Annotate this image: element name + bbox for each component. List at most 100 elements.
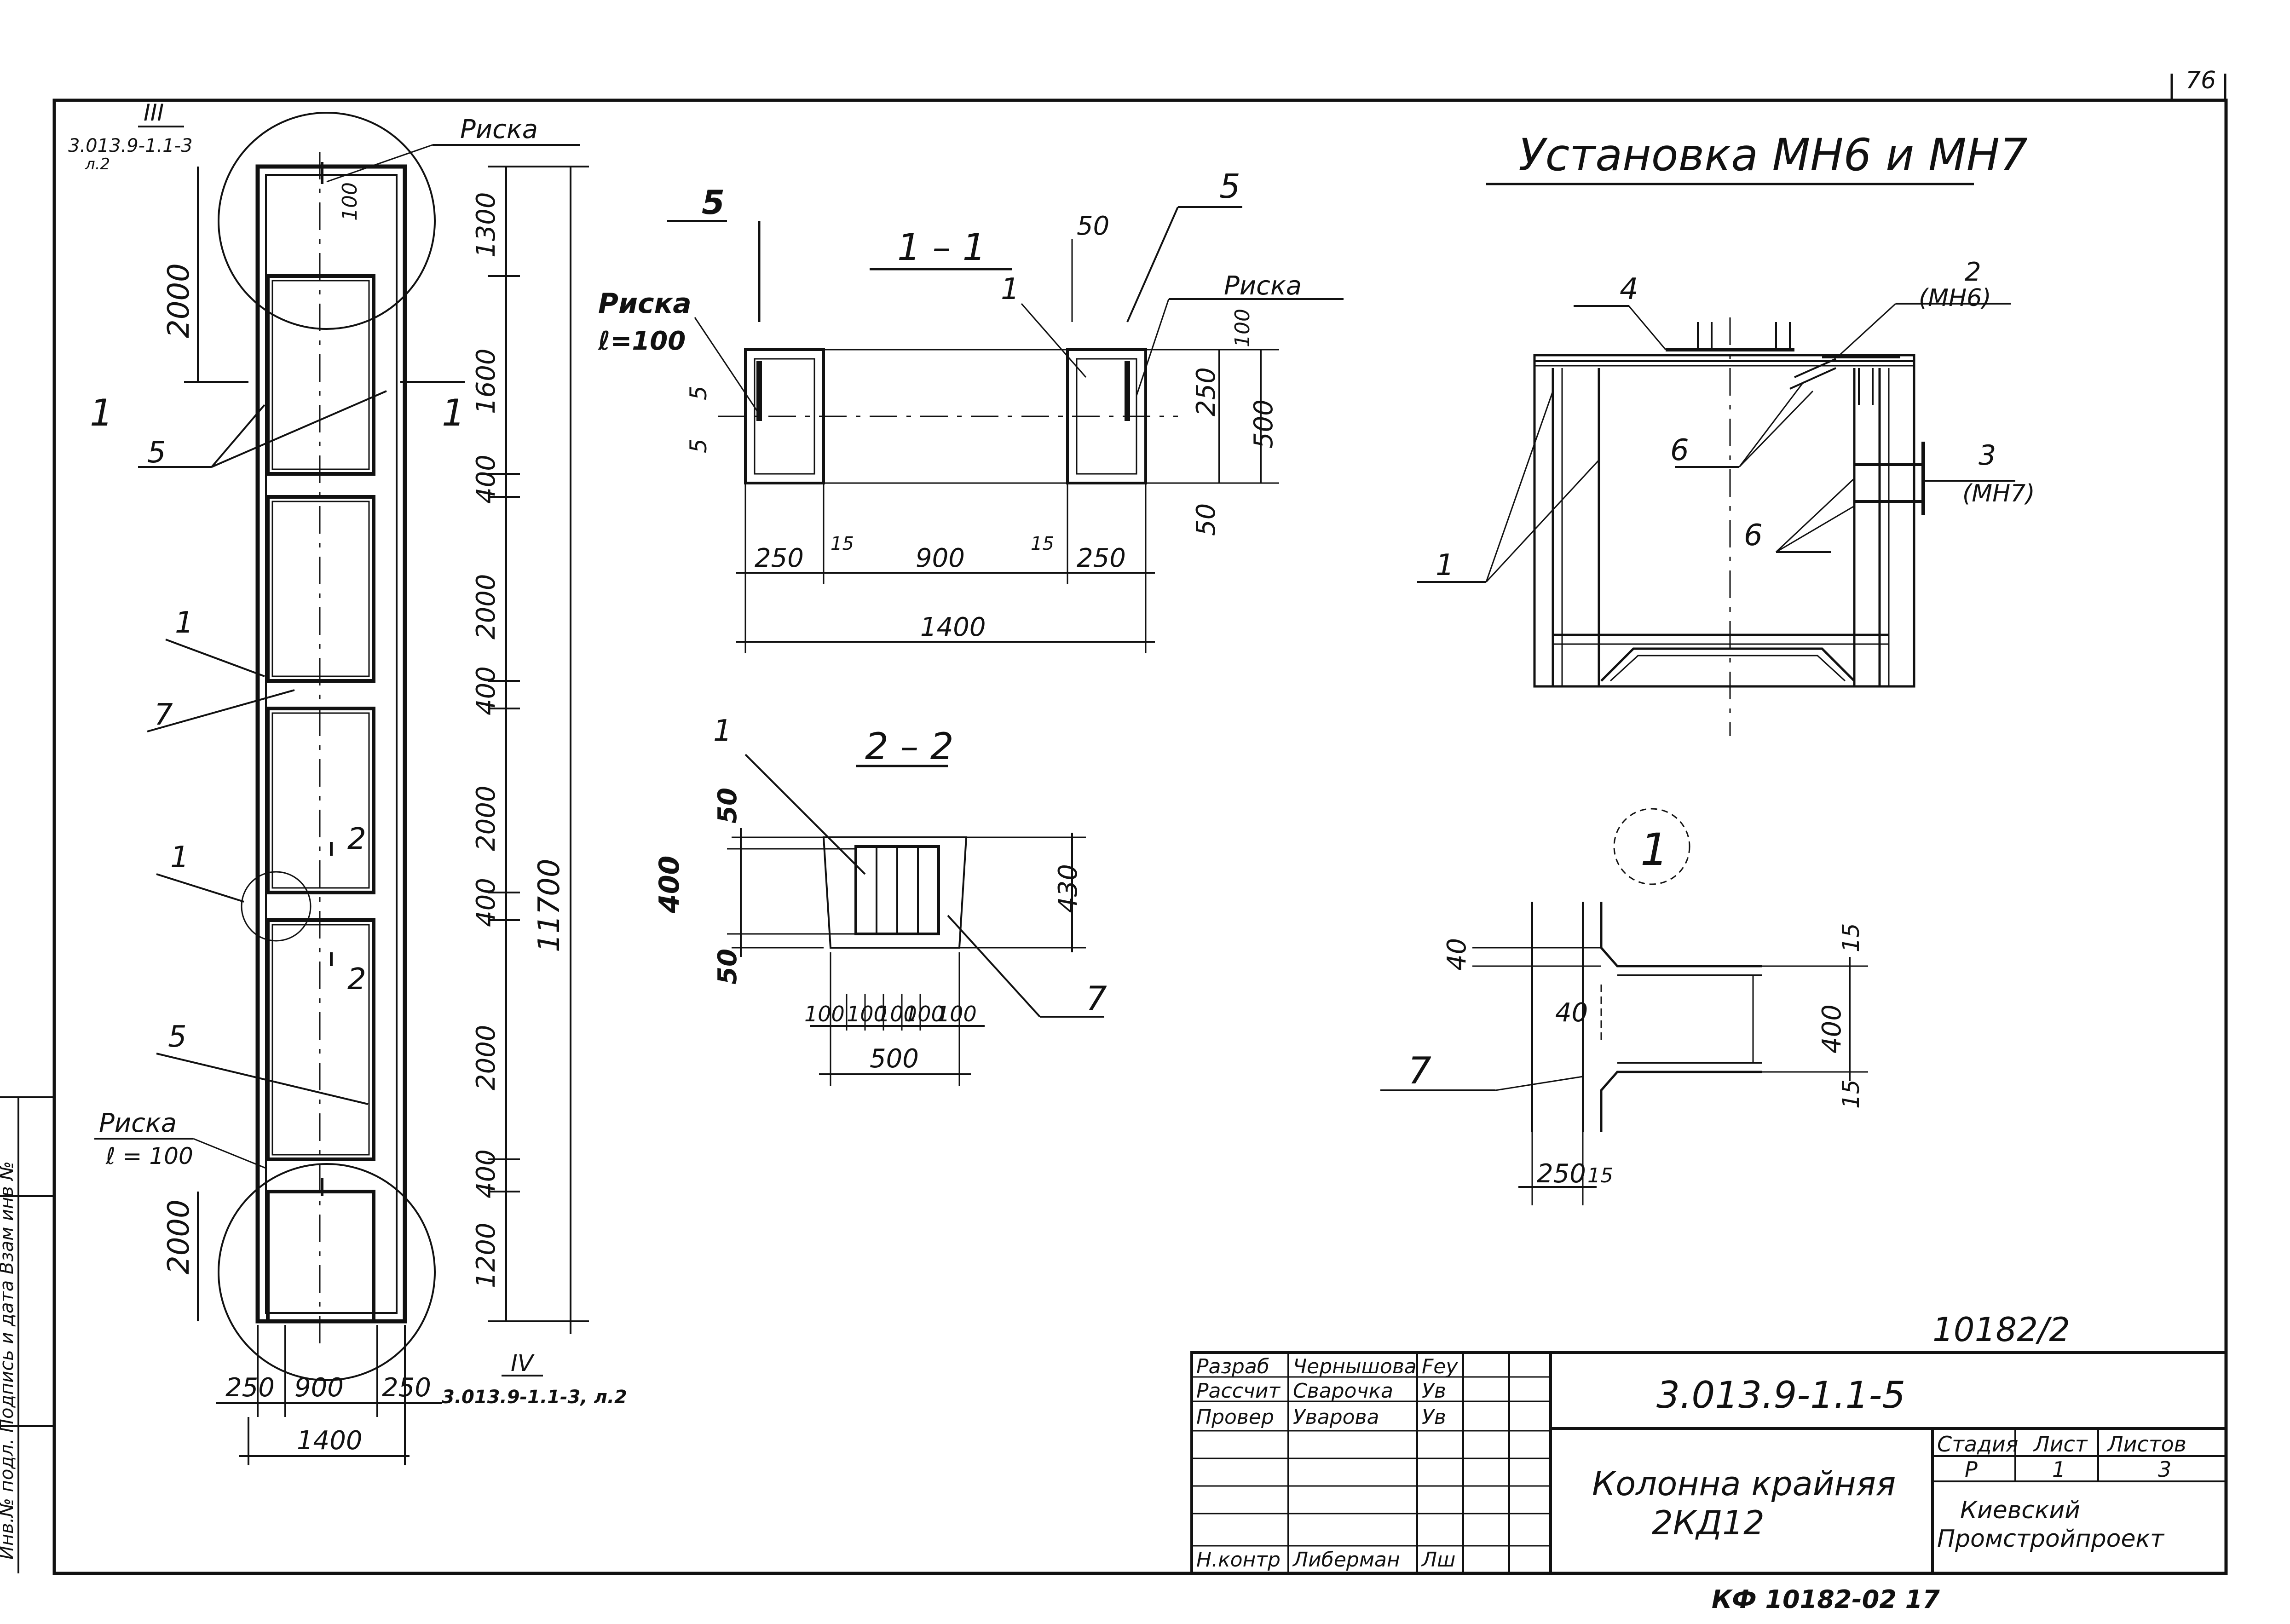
bottom-total-1400: 1400 — [297, 1426, 363, 1456]
seg-dim-6: 2000 — [471, 785, 501, 851]
s22-bottom-total-500: 500 — [870, 1044, 919, 1074]
callout-iii-sheet: л.2 — [85, 155, 110, 173]
sheet-header: Лист — [2033, 1432, 2088, 1457]
s11-bottom-250-right: 250 — [1077, 543, 1126, 573]
side-strip-text: Инв.№ подл. Подпись и дата Взам инв № — [0, 1161, 17, 1560]
node-dim-15-top: 15 — [1838, 923, 1864, 952]
s22-bottom-100-3: 100 — [877, 1002, 917, 1026]
segment-dimension-chain — [488, 166, 589, 1334]
node-label-7: 7 — [1408, 1049, 1431, 1092]
inst-label-mh6: (МН6) — [1919, 284, 1991, 312]
title-block-frame — [1190, 1351, 2227, 1575]
section-1-right: 1 — [442, 392, 465, 434]
tb-role-7: Н.контр — [1196, 1548, 1281, 1572]
marker-5-top: 5 — [147, 436, 166, 470]
seg-dim-9: 400 — [471, 1149, 501, 1198]
callout-iv: IV — [511, 1350, 535, 1376]
inst-label-4: 4 — [1620, 272, 1638, 306]
callout-iv-ref: 3.013.9-1.1-3, л.2 — [442, 1387, 627, 1408]
tb-name-2: Сварочка — [1293, 1379, 1393, 1403]
tb-role-3: Провер — [1196, 1405, 1274, 1429]
tb-role-2: Рассчит — [1196, 1379, 1281, 1403]
s11-bottom-15-right: 15 — [1031, 533, 1054, 554]
sheet-frame — [52, 74, 2228, 1575]
s22-dim-50-top: 50 — [713, 788, 743, 824]
sheets-value: 3 — [2158, 1457, 2171, 1482]
side-strip — [0, 1096, 54, 1573]
node-1-drawing — [1380, 808, 1868, 1205]
total-height: 11700 — [532, 858, 566, 952]
s11-label-1: 1 — [1001, 272, 1020, 306]
s22-bottom-100-2: 100 — [847, 1002, 887, 1026]
inst-label-2: 2 — [1965, 257, 1981, 287]
left-dim-2000-bottom: 2000 — [162, 1199, 196, 1274]
installation-title: Установка МН6 и МН7 — [1518, 129, 2028, 181]
elevation-bottom-dims — [216, 1325, 442, 1465]
stage-value: Р — [1965, 1457, 1978, 1482]
callout-iii-ref: 3.013.9-1.1-3 — [68, 135, 193, 156]
tb-name-1: Чернышова — [1293, 1355, 1417, 1378]
seg-dim-1: 1300 — [471, 192, 501, 258]
title-block-people: Разраб Чернышова Fey Рассчит Сварочка Ув… — [1196, 1355, 1458, 1572]
s11-dim-50: 50 — [1077, 211, 1109, 241]
tb-sign-3: Ув — [1422, 1405, 1446, 1429]
s11-dim-left-5a: 5 — [685, 386, 712, 400]
s11-label-5-right: 5 — [1219, 167, 1240, 206]
dim-100-top: 100 — [338, 182, 362, 221]
s22-dim-430: 430 — [1053, 864, 1083, 913]
section-2-2-drawing — [727, 754, 1104, 1086]
section-1-left: 1 — [90, 392, 113, 434]
code-stamp: КФ 10182-02 17 — [1712, 1585, 1940, 1614]
riska-bottom-length: ℓ = 100 — [105, 1143, 193, 1169]
node-1-circle-label: 1 — [1640, 824, 1668, 875]
item-mark: 2КД12 — [1652, 1503, 1765, 1542]
node-dim-40-top: 40 — [1442, 938, 1472, 971]
node-dim-400: 400 — [1817, 1004, 1847, 1054]
s11-riska-left: Риска — [598, 288, 692, 320]
inst-label-3: 3 — [1979, 439, 1996, 472]
column-elevation — [184, 112, 465, 1381]
installation-drawing — [1417, 303, 2015, 736]
elevation-markers — [138, 390, 387, 1105]
archive-number: 10182/2 — [1932, 1310, 2070, 1349]
s22-bottom-100-5: 100 — [936, 1002, 977, 1026]
tb-name-3: Уварова — [1293, 1405, 1379, 1429]
sheets-header: Листов — [2106, 1432, 2186, 1457]
sheet-value: 1 — [2052, 1457, 2065, 1482]
segment-dimension-labels: 1300 1600 400 2000 400 2000 400 2000 400… — [471, 192, 501, 1288]
seg-dim-10: 1200 — [471, 1222, 501, 1288]
s11-total-1400: 1400 — [920, 612, 986, 642]
bottom-dim-250-right: 250 — [382, 1373, 431, 1403]
seg-dim-8: 2000 — [471, 1025, 501, 1090]
s11-dim-right-50: 50 — [1191, 503, 1221, 536]
section-2-top: 2 — [347, 822, 366, 856]
tb-name-7: Либерман — [1292, 1548, 1400, 1572]
s11-label-5-left: 5 — [702, 183, 725, 222]
tb-role-1: Разраб — [1196, 1355, 1269, 1378]
s11-bottom-900: 900 — [916, 543, 965, 573]
tb-sign-7: Лш — [1421, 1548, 1455, 1572]
document-code: 3.013.9-1.1-5 — [1656, 1374, 1905, 1417]
seg-dim-5: 400 — [471, 666, 501, 715]
s11-bottom-250-left: 250 — [755, 543, 804, 573]
riska-top-label: Риска — [460, 115, 538, 144]
s11-dim-right-100: 100 — [1231, 309, 1254, 347]
marker-5-bottom: 5 — [168, 1020, 187, 1054]
seg-dim-4: 2000 — [471, 574, 501, 639]
stage-header: Стадия — [1937, 1432, 2018, 1457]
s11-riska-left-len: ℓ=100 — [598, 326, 686, 356]
s11-dim-right-250: 250 — [1191, 367, 1221, 416]
node-dim-250: 250 — [1537, 1159, 1586, 1189]
s22-dim-50-bottom: 50 — [713, 949, 743, 985]
s22-label-1: 1 — [713, 714, 732, 748]
s11-riska-right: Риска — [1224, 271, 1302, 301]
left-dim-2000-top: 2000 — [162, 263, 196, 338]
page-number: 76 — [2186, 67, 2216, 94]
section-2-bottom: 2 — [347, 962, 366, 996]
section-1-1-title: 1 – 1 — [897, 226, 986, 269]
section-2-2-title: 2 – 2 — [865, 725, 954, 768]
s22-dim-400: 400 — [653, 856, 686, 914]
tb-sign-2: Ув — [1422, 1379, 1446, 1403]
s22-bottom-100-4: 100 — [904, 1002, 945, 1026]
